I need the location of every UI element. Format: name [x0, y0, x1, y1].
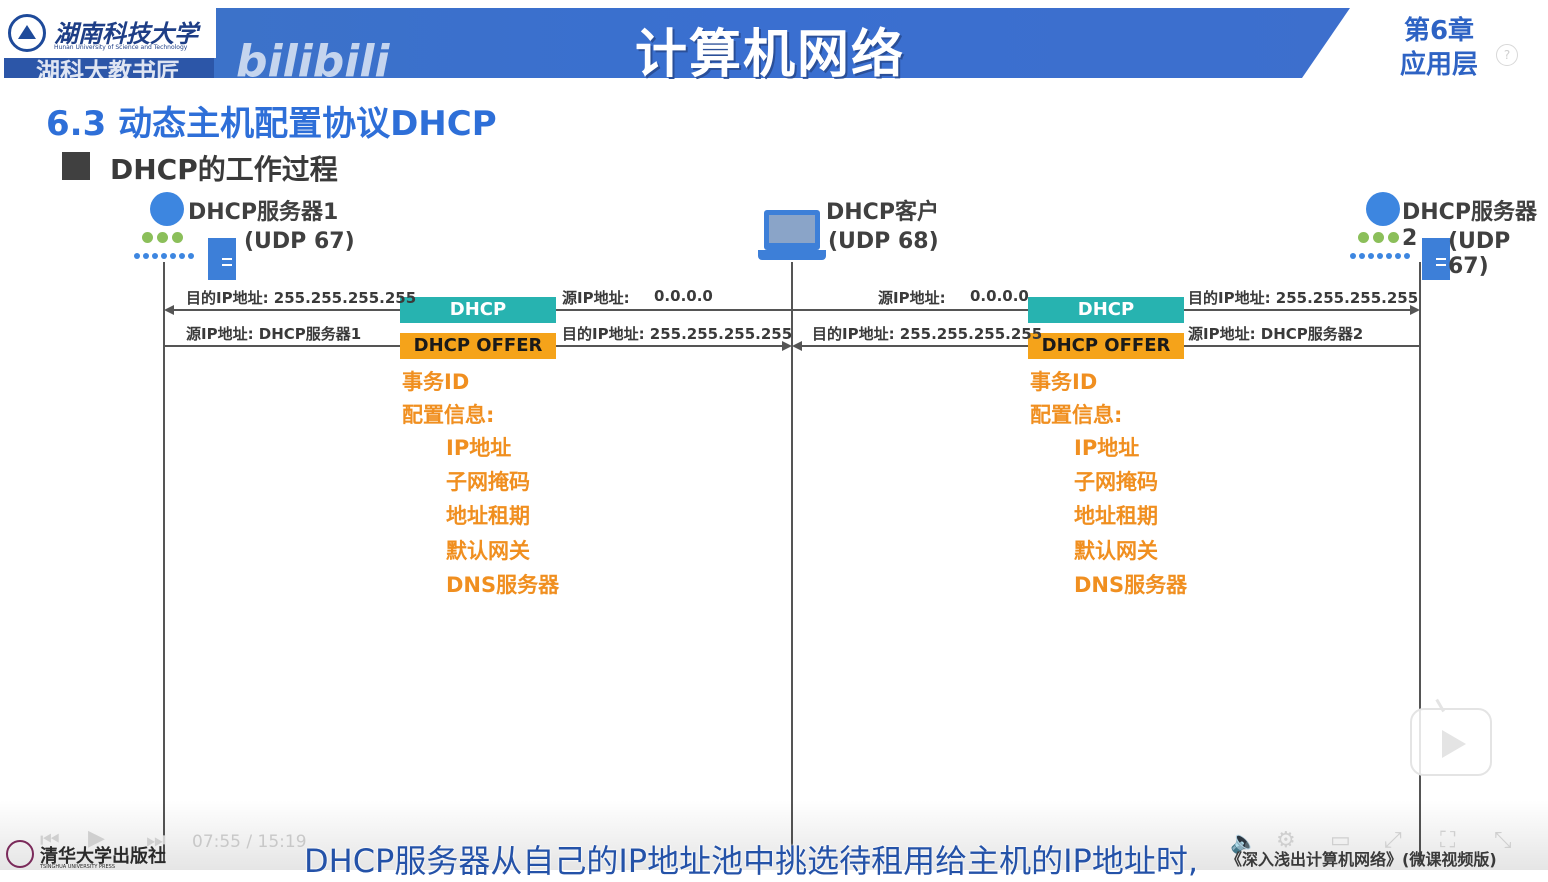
client-laptop-base: [758, 250, 826, 260]
server1-lifeline: [163, 262, 165, 862]
bullet-square-icon: [62, 152, 90, 180]
playback-time: 07:55 / 15:19: [192, 832, 307, 852]
play-button[interactable]: [1410, 708, 1492, 776]
slide-header-title: 计算机网络: [634, 25, 905, 85]
left-offer-arrowhead: [782, 341, 792, 351]
web-fullscreen-icon[interactable]: ⛶: [1440, 828, 1456, 853]
right-config-gateway: 默认网关: [1074, 539, 1158, 563]
server2-lifeline: [1419, 262, 1421, 862]
total-time: 15:19: [257, 832, 307, 852]
section-title: 6.3 动态主机配置协议DHCP: [46, 104, 497, 144]
settings-icon[interactable]: ⚙: [1276, 828, 1296, 853]
university-en-name: Hunan University of Science and Technolo…: [54, 44, 188, 51]
server2-port: (UDP 67): [1448, 229, 1511, 279]
server2-server-icon: [1422, 238, 1450, 280]
left-config-dns: DNS服务器: [446, 573, 560, 597]
right-discover-dst-addr: 目的IP地址: 255.255.255.255: [1188, 289, 1419, 307]
current-time: 07:55: [192, 832, 241, 852]
book-title: 《深入浅出计算机网络》(微课视频版): [1226, 850, 1497, 869]
server1-person-icon: [150, 192, 184, 226]
right-offer-message: DHCP OFFER: [1028, 333, 1184, 359]
left-transaction-id: 事务ID: [402, 370, 470, 394]
chapter-label: 第6章 应用层: [1400, 14, 1478, 82]
left-offer-src-addr: 源IP地址: DHCP服务器1: [186, 325, 362, 343]
time-separator: /: [246, 832, 253, 852]
press-name: 清华大学出版社: [40, 846, 166, 867]
client-lifeline: [791, 262, 793, 862]
client-port: (UDP 68): [828, 229, 939, 254]
left-discover-src-label: 源IP地址:: [562, 289, 630, 307]
left-config-ip: IP地址: [446, 436, 512, 460]
chapter-name: 应用层: [1400, 50, 1479, 80]
left-config-info: 配置信息:: [402, 403, 495, 427]
play-pause-icon[interactable]: ▶: [88, 826, 105, 851]
left-config-gateway: 默认网关: [446, 539, 530, 563]
server2-group-icon: [1358, 228, 1399, 247]
left-config-lease: 地址租期: [446, 504, 530, 528]
right-discover-src-label: 源IP地址:: [878, 289, 946, 307]
left-config-mask: 子网掩码: [446, 470, 530, 494]
server2-person-icon: [1366, 192, 1400, 226]
previous-icon[interactable]: ⏮: [40, 828, 60, 853]
server1-name: DHCP服务器1: [188, 200, 339, 225]
left-discover-arrowhead: [164, 305, 174, 315]
bilibili-watermark: bilibili: [236, 36, 390, 87]
press-seal-icon: [6, 840, 34, 868]
right-config-mask: 子网掩码: [1074, 470, 1158, 494]
volume-icon[interactable]: 🔈: [1230, 830, 1258, 855]
right-discover-src-value: 0.0.0.0: [970, 287, 1029, 305]
logo-blue-bar: [4, 58, 214, 78]
right-config-ip: IP地址: [1074, 436, 1140, 460]
right-config-lease: 地址租期: [1074, 504, 1158, 528]
watermark-text: 湖科大教书匠: [36, 58, 180, 86]
server1-group-icon: [142, 228, 183, 247]
client-name: DHCP客户: [826, 200, 939, 225]
right-offer-arrowhead: [792, 341, 802, 351]
server2-dots-icon: [1350, 244, 1410, 263]
left-offer-message: DHCP OFFER: [400, 333, 556, 359]
section-subtitle: DHCP的工作过程: [110, 153, 338, 186]
left-discover-message: DHCP DISCOVER: [400, 297, 556, 346]
right-config-info: 配置信息:: [1030, 403, 1123, 427]
press-en-name: TSINGHUA UNIVERSITY PRESS: [40, 864, 116, 870]
right-offer-src-addr: 源IP地址: DHCP服务器2: [1188, 325, 1364, 343]
university-name: 湖南科技大学: [54, 19, 198, 48]
pip-icon[interactable]: ▭: [1330, 828, 1351, 853]
server2-name: DHCP服务器2: [1402, 200, 1537, 251]
header-blue-band: [160, 8, 1350, 78]
next-icon[interactable]: ⏭: [146, 828, 166, 853]
server1-dots-icon: [134, 244, 194, 263]
chapter-number: 第6章: [1403, 16, 1475, 46]
right-offer-dst-addr: 目的IP地址: 255.255.255.255: [812, 325, 1043, 343]
university-logo-icon: [8, 14, 46, 52]
left-offer-dst-addr: 目的IP地址: 255.255.255.255: [562, 325, 793, 343]
widescreen-icon[interactable]: ⤢: [1384, 828, 1402, 853]
right-discover-message: DHCP DISCOVER: [1028, 297, 1184, 346]
right-discover-arrowhead: [1410, 305, 1420, 315]
fullscreen-icon[interactable]: ⤡: [1494, 828, 1512, 853]
server1-server-icon: [208, 238, 236, 280]
left-discover-src-value: 0.0.0.0: [654, 287, 713, 305]
player-control-bar: [0, 800, 1548, 870]
server1-port: (UDP 67): [244, 229, 355, 254]
video-subtitle: DHCP服务器从自己的IP地址池中挑选待租用给主机的IP地址时,: [304, 842, 1198, 880]
right-transaction-id: 事务ID: [1030, 370, 1098, 394]
help-icon[interactable]: ?: [1496, 44, 1518, 66]
left-discover-dst-addr: 目的IP地址: 255.255.255.255: [186, 289, 417, 307]
right-config-dns: DNS服务器: [1074, 573, 1188, 597]
client-laptop-icon: [764, 210, 820, 250]
